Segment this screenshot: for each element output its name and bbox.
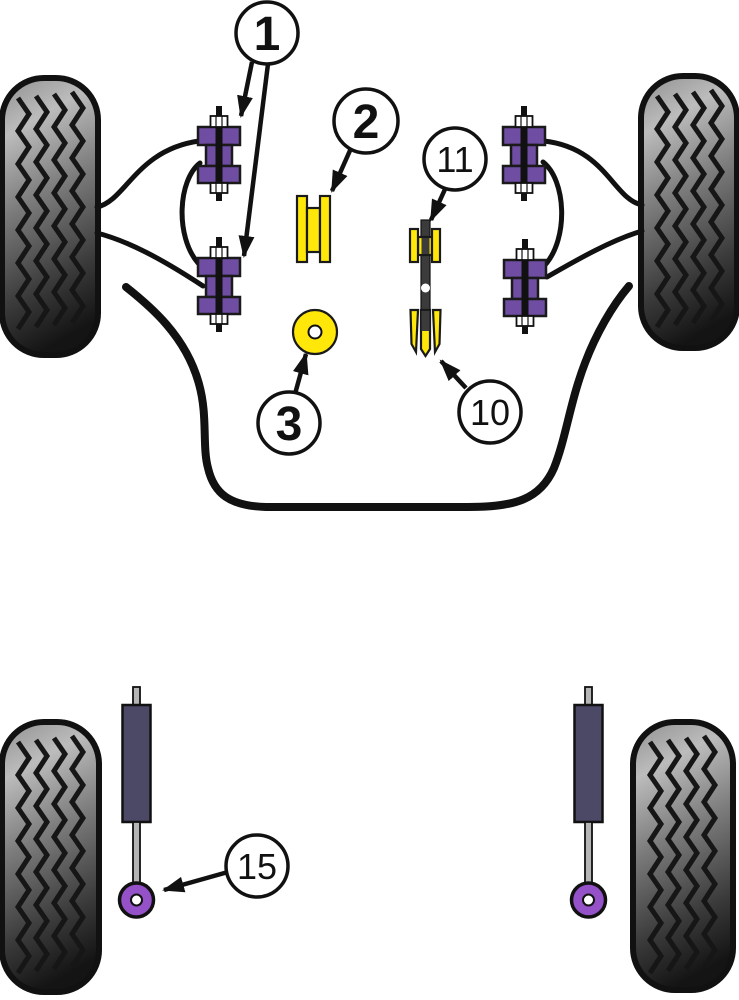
subframe-outline — [122, 282, 633, 511]
callout-3-circle — [256, 390, 322, 456]
left-anti-roll-bar-loop — [179, 160, 203, 266]
callout-3: 3 — [256, 390, 322, 456]
arrow-11 — [428, 186, 449, 222]
arrow-2 — [329, 145, 355, 193]
tie-bar-rear-bush-right-flange — [430, 227, 442, 264]
callout-arrows — [162, 61, 468, 893]
callout-11-circle — [422, 126, 488, 192]
callout-11-number: 11 — [436, 139, 473, 180]
suspension-arms — [94, 138, 645, 289]
arb-bush-right-upper — [501, 104, 547, 203]
arrow-3 — [292, 352, 309, 395]
tie-bar-front-bush-left-prong — [409, 308, 420, 356]
arrow-10 — [439, 359, 468, 390]
callout-11: 11 — [422, 126, 488, 192]
right-shock-absorber — [569, 685, 608, 919]
tie-bar-hole — [421, 283, 430, 293]
arb-bush-right-lower — [502, 237, 548, 336]
spool-bush-part — [295, 194, 332, 264]
callout-10-number: 10 — [470, 392, 510, 433]
callout-1-number: 1 — [254, 8, 281, 61]
callout-1: 1 — [234, 0, 300, 66]
arb-bush-left-upper — [196, 104, 242, 203]
arrow-1b — [238, 63, 271, 258]
callout-15: 15 — [224, 833, 290, 899]
callout-3-number: 3 — [276, 398, 303, 451]
callout-15-circle — [224, 833, 290, 899]
left-upper-arm — [94, 138, 202, 210]
rear-right-tire — [630, 719, 736, 993]
callout-2: 2 — [332, 87, 400, 155]
rear-left-tire — [0, 719, 102, 995]
arrow-1a — [237, 61, 255, 118]
tie-bar-assembly — [408, 219, 442, 359]
tie-bar-front-bush-right-prong — [431, 308, 442, 356]
callout-2-circle — [332, 87, 400, 155]
front-right-tire — [638, 73, 739, 351]
right-anti-roll-bar-loop — [540, 159, 565, 268]
callout-2-number: 2 — [353, 96, 380, 149]
tie-bar-rod-tip — [421, 311, 430, 331]
tie-bar-rod-overlay — [421, 238, 430, 254]
left-shock-absorber — [117, 685, 156, 919]
left-lower-arm — [94, 230, 206, 289]
right-upper-arm — [541, 138, 645, 208]
washer-bush-part — [291, 308, 339, 356]
callout-1-circle — [234, 0, 300, 66]
front-left-tire — [0, 75, 101, 358]
callout-15-number: 15 — [237, 846, 277, 887]
callout-10-circle — [457, 379, 523, 445]
right-lower-arm — [544, 228, 645, 280]
arrow-15 — [162, 869, 229, 893]
callout-10: 10 — [457, 379, 523, 445]
tie-bar-rear-bush-left-flange — [408, 227, 420, 264]
